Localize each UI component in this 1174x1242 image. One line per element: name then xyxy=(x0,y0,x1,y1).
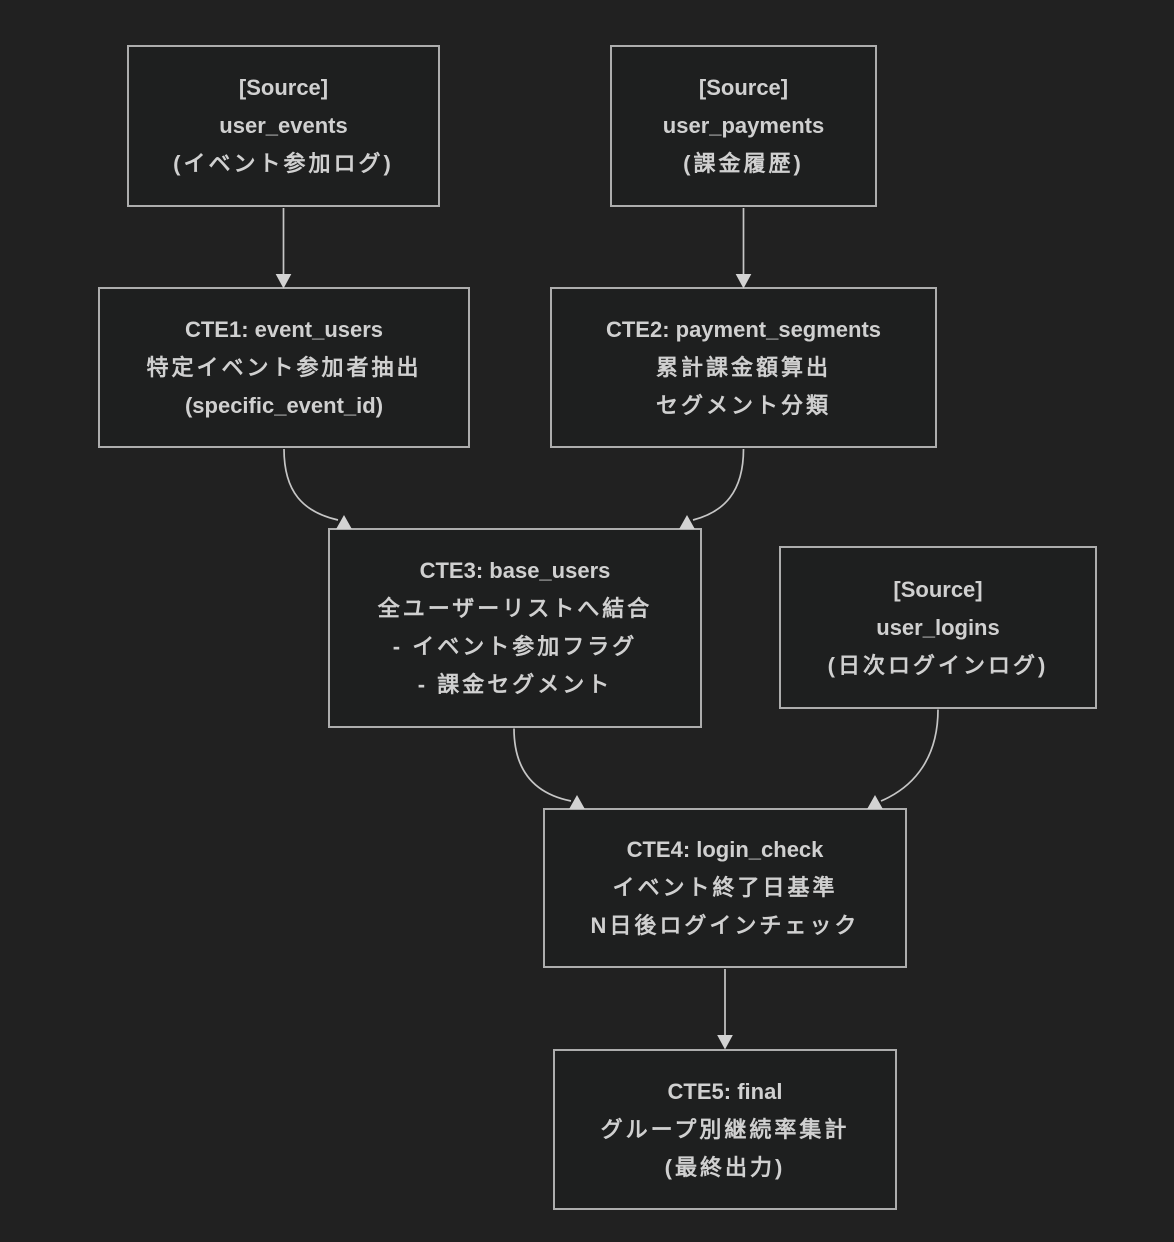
node-line: (最終出力) xyxy=(664,1154,786,1180)
node-source-user-payments: [Source] user_payments (課金履歴) xyxy=(610,45,877,207)
node-line: (specific_event_id) xyxy=(184,392,384,418)
node-cte5-final: CTE5: final グループ別継続率集計 (最終出力) xyxy=(553,1049,897,1210)
edge-cte2-to-cte3 xyxy=(692,448,745,521)
node-line: [Source] xyxy=(238,75,329,100)
node-line: 特定イベント参加者抽出 xyxy=(146,354,422,380)
node-line: CTE4: login_check xyxy=(626,837,824,862)
node-line: user_events xyxy=(219,113,348,138)
node-line: user_logins xyxy=(876,614,1000,640)
node-line: 全ユーザーリストへ結合 xyxy=(377,596,653,621)
node-line: CTE1: event_users xyxy=(184,316,384,342)
arrowhead-cte5 xyxy=(717,1035,733,1050)
node-line: セグメント分類 xyxy=(655,392,831,418)
node-line: グループ別継続率集計 xyxy=(600,1116,850,1142)
node-line: N日後ログインチェック xyxy=(590,913,860,938)
node-source-user-logins: [Source] user_logins (日次ログインログ) xyxy=(779,546,1097,709)
node-cte2-payment-segments: CTE2: payment_segments 累計課金額算出 セグメント分類 xyxy=(550,287,937,448)
node-cte3-base-users: CTE3: base_users 全ユーザーリストへ結合 - イベント参加フラグ… xyxy=(328,528,702,728)
arrowhead-cte2 xyxy=(735,274,752,289)
node-line: CTE2: payment_segments xyxy=(605,316,882,342)
node-line: (イベント参加ログ) xyxy=(173,151,394,176)
node-line: [Source] xyxy=(893,576,983,602)
node-line: (課金履歴) xyxy=(683,151,804,176)
node-cte1-event-users: CTE1: event_users 特定イベント参加者抽出 (specific_… xyxy=(98,287,470,448)
node-line: (日次ログインログ) xyxy=(827,652,1049,678)
node-line: - 課金セグメント xyxy=(417,672,613,697)
arrowhead-cte1 xyxy=(275,274,292,289)
arrowhead-cte3-left xyxy=(336,514,352,529)
node-source-user-events: [Source] user_events (イベント参加ログ) xyxy=(127,45,440,207)
node-line: 累計課金額算出 xyxy=(655,354,831,380)
node-line: - イベント参加フラグ xyxy=(392,634,638,659)
node-cte4-login-check: CTE4: login_check イベント終了日基準 N日後ログインチェック xyxy=(543,808,907,968)
arrowhead-cte4-right xyxy=(867,794,883,809)
node-line: CTE5: final xyxy=(667,1078,783,1104)
edge-cte1-to-cte3 xyxy=(283,448,339,521)
node-line: [Source] xyxy=(698,75,789,100)
node-line: user_payments xyxy=(662,113,825,138)
node-line: イベント終了日基準 xyxy=(612,875,838,900)
edge-user-logins-to-cte4 xyxy=(880,709,939,802)
arrowhead-cte4-left xyxy=(569,794,585,809)
arrowhead-cte3-right xyxy=(679,514,695,529)
edge-cte3-to-cte4 xyxy=(513,728,572,802)
node-line: CTE3: base_users xyxy=(419,558,611,583)
